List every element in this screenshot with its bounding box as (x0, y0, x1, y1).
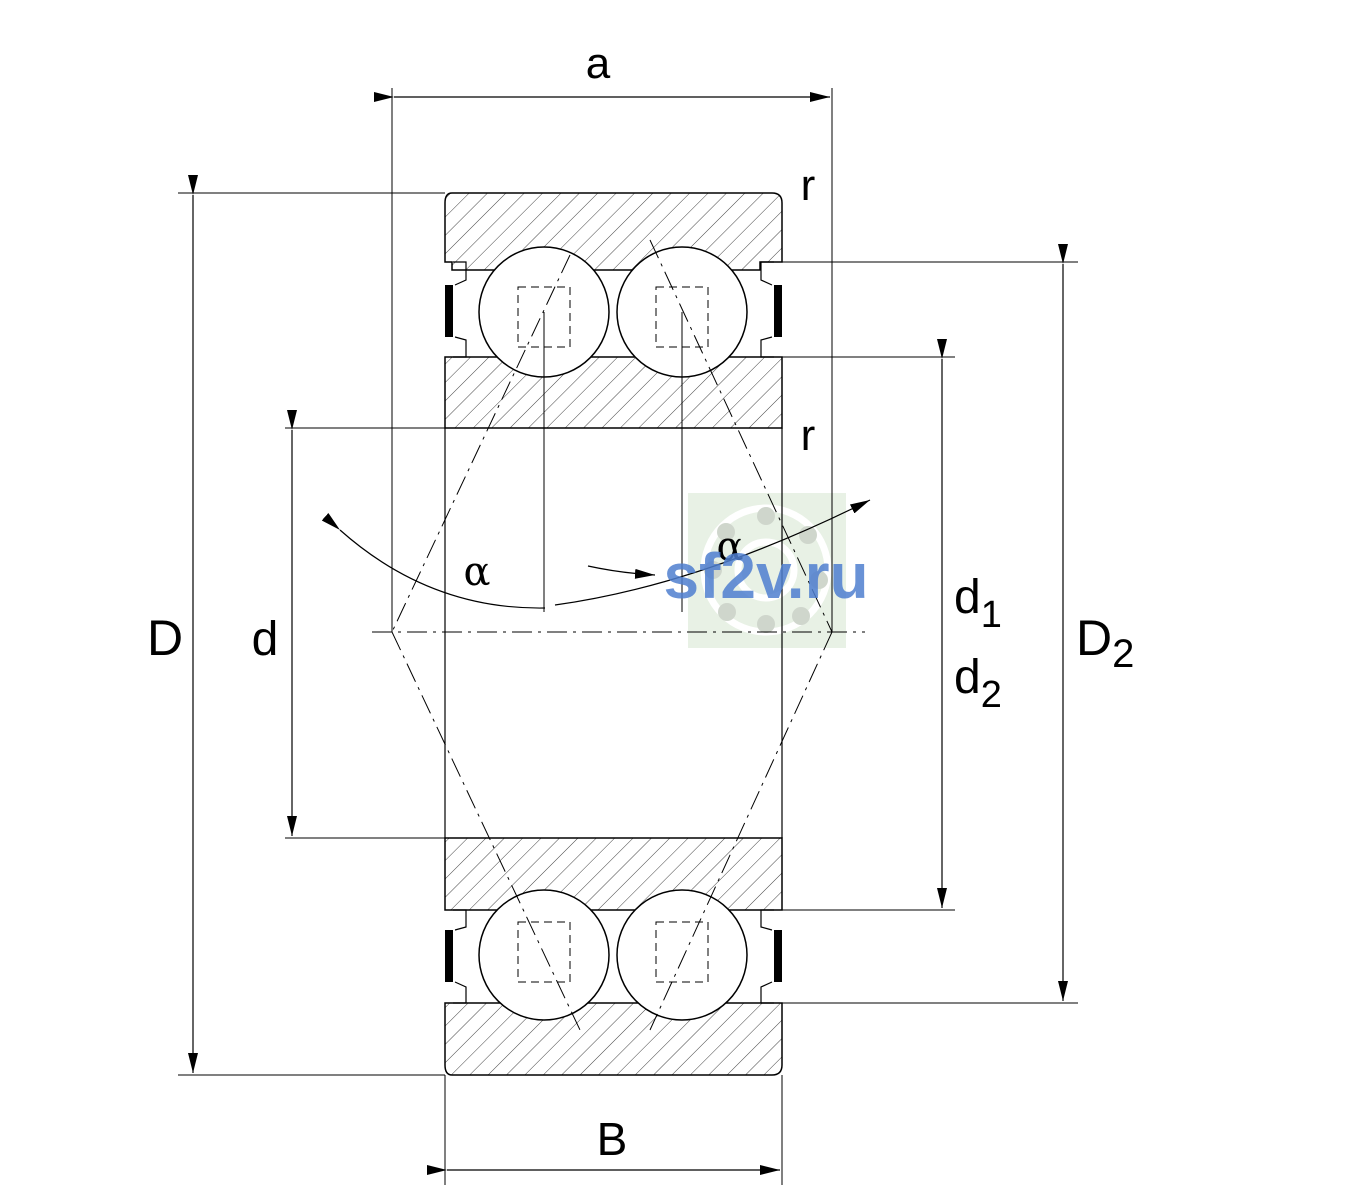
dimension-labels: a r r D d α α d1 d2 D2 B (147, 39, 1134, 1165)
label-d2: d2 (954, 651, 1002, 716)
label-alpha-left: α (463, 549, 490, 595)
dimension-lines (188, 92, 1068, 1175)
label-a: a (586, 39, 611, 88)
contact-lines (372, 239, 865, 1031)
label-D: D (147, 610, 183, 666)
extension-lines (178, 88, 1078, 1185)
angle-arcs (321, 499, 871, 609)
label-d1: d1 (954, 571, 1002, 636)
outer-ring-bottom (444, 1002, 783, 1076)
seals (445, 285, 782, 982)
ball-axis-lines (543, 312, 683, 612)
label-alpha-right: α (716, 524, 743, 570)
inner-ring-bottom (444, 837, 783, 911)
label-B: B (597, 1113, 628, 1165)
inner-ring-top (444, 356, 783, 429)
watermark (688, 493, 846, 648)
label-D2: D2 (1076, 610, 1134, 676)
label-d: d (252, 613, 279, 666)
ball-bottom-left (478, 889, 610, 1021)
watermark-text: sf2v.ru (663, 540, 868, 612)
seal-lips (453, 261, 774, 1004)
outer-ring-top (444, 192, 783, 271)
ball-bottom-right (616, 889, 748, 1021)
label-r-mid: r (801, 411, 816, 460)
bore-outline (444, 428, 783, 838)
label-r-top: r (801, 161, 816, 210)
